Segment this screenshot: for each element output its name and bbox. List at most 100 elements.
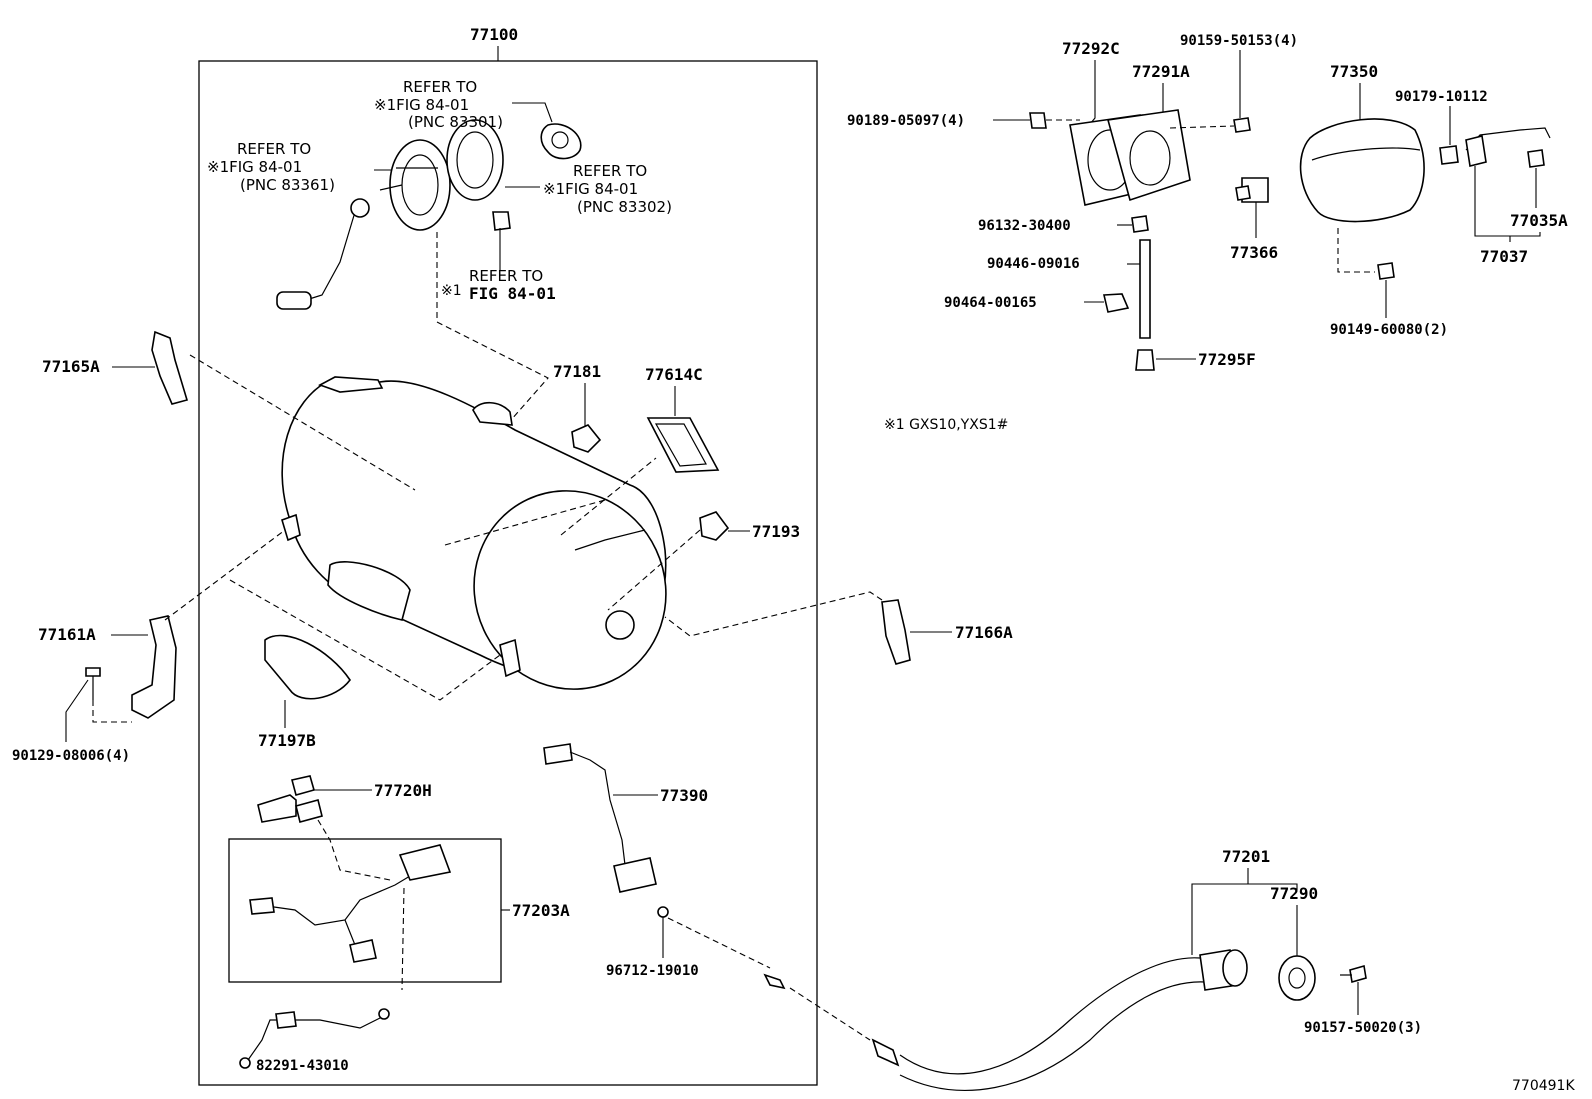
part-label-77291A: 77291A: [1132, 62, 1190, 81]
part-77166A-group: 77166A: [664, 591, 1013, 665]
part-label-90464-00165: 90464-00165: [944, 295, 1037, 311]
part-77037-group: 77035A 77037: [1465, 127, 1568, 266]
fuel-tank: [189, 354, 667, 690]
tank-bracket-right: [499, 638, 521, 678]
part-96712-group: 96712-19010: [606, 906, 771, 979]
refer-note-83301: REFER TO ※1FIG 84-01 (PNC 83301): [374, 78, 503, 131]
part-label-77100: 77100: [470, 25, 518, 44]
part-label-90129-08006: 90129-08006(4): [12, 748, 130, 764]
part-label-77197B: 77197B: [258, 731, 316, 750]
part-90179-group: 90179-10112: [1395, 89, 1488, 165]
part-label-77203A: 77203A: [512, 901, 570, 920]
tank-bracket-left: [281, 513, 301, 542]
refer-note-line: (PNC 83302): [577, 198, 672, 216]
part-label-77193: 77193: [752, 522, 800, 541]
part-90189-group: 90189-05097(4): [847, 112, 1080, 129]
part-90157-group: 90157-50020(3): [1304, 964, 1422, 1036]
fuel-pump-group: [276, 102, 582, 421]
sender-float: [276, 291, 312, 310]
assembly-frame: [198, 60, 818, 1086]
part-77720H-group: 77720H: [257, 775, 432, 823]
part-label-77295F: 77295F: [1198, 350, 1256, 369]
part-77720H-valve: [257, 794, 297, 823]
part-77295F-group: 77295F: [1135, 349, 1256, 371]
tank-handle: [318, 376, 384, 393]
part-77203A-group: 77203A: [228, 819, 570, 983]
tank-drain-plug: [605, 610, 635, 640]
part-77291A: [1106, 109, 1191, 202]
part-90129-bolt-head: [85, 667, 101, 677]
part-label-90446-09016: 90446-09016: [987, 256, 1080, 272]
harness-vsv: [398, 844, 452, 881]
part-77193: [699, 511, 730, 541]
part-label-77165A: 77165A: [42, 357, 100, 376]
refer-note-line: REFER TO: [573, 162, 647, 180]
part-77350-fuel-door: [1299, 118, 1425, 223]
part-77390-group: 77390: [543, 743, 708, 893]
refer-note-line: ※1FIG 84-01: [543, 180, 638, 198]
part-77181: [571, 424, 602, 453]
lock-ring: [446, 119, 504, 201]
part-77290: [1278, 955, 1316, 1001]
part-label-77037: 77037: [1480, 247, 1528, 266]
part-90464-clamp: [1103, 293, 1130, 313]
part-77366-group: 77366: [1230, 177, 1278, 262]
refer-note-fig84: REFER TO ※1 FIG 84-01: [441, 267, 556, 303]
part-label-90157-50020: 90157-50020(3): [1304, 1020, 1422, 1036]
part-label-90159-50153: 90159-50153(4): [1180, 33, 1298, 49]
part-77197B-group: 77197B: [258, 634, 351, 750]
part-label-90149-60080: 90149-60080(2): [1330, 322, 1448, 338]
refer-note-line: (PNC 83301): [408, 113, 503, 131]
refer-note-line: ※1FIG 84-01: [207, 158, 302, 176]
part-label-90179-10112: 90179-10112: [1395, 89, 1488, 105]
part-label-77390: 77390: [660, 786, 708, 805]
part-96132-group: 96132-30400: [978, 215, 1149, 234]
part-77166A: [881, 599, 911, 665]
refer-note-line: FIG 84-01: [469, 284, 556, 303]
part-77165A-group: 77165A: [42, 330, 189, 405]
tank-boss: [472, 401, 513, 426]
part-label-77350: 77350: [1330, 62, 1378, 81]
part-90179-bush: [1439, 145, 1459, 165]
refer-note-mark: ※1: [441, 283, 462, 299]
refer-note-83302: REFER TO ※1FIG 84-01 (PNC 83302): [543, 162, 672, 216]
tank-strap-pad: [327, 561, 411, 621]
sender-arm: [305, 211, 356, 301]
part-77390-connector: [543, 743, 573, 765]
part-label-77181: 77181: [553, 362, 601, 381]
hose-fitting-small: [763, 973, 786, 990]
part-90129-group: 90129-08006(4): [12, 667, 132, 764]
part-label-77614C: 77614C: [645, 365, 703, 384]
part-77181-group: 77181: [553, 362, 602, 453]
part-77390-vsv: [613, 857, 657, 893]
part-77161A: [131, 615, 177, 719]
part-77165A: [151, 330, 189, 405]
filler-hose-group: [763, 949, 1248, 1091]
part-77295F: [1135, 349, 1155, 371]
gasket-83301: [540, 123, 582, 160]
part-label-90189-05097: 90189-05097(4): [847, 113, 965, 129]
part-90159-screw: [1233, 117, 1251, 133]
part-90157-screw: [1349, 964, 1367, 984]
hose-fitting-end: [871, 1038, 900, 1067]
part-label-77161A: 77161A: [38, 625, 96, 644]
part-82291-group: 82291-43010: [239, 887, 405, 1074]
part-90149-group: 90149-60080(2): [1330, 262, 1448, 338]
part-label-77166A: 77166A: [955, 623, 1013, 642]
part-96132-clamp: [1131, 215, 1149, 233]
refer-note-line: (PNC 83361): [240, 176, 335, 194]
figure-code: 770491K: [1512, 1078, 1575, 1094]
part-90189-clip: [1029, 112, 1047, 129]
part-label-82291-43010: 82291-43010: [256, 1058, 349, 1074]
part-label-77290: 77290: [1270, 884, 1318, 903]
part-90446-group: 90446-09016: [987, 239, 1151, 339]
part-label-77720H: 77720H: [374, 781, 432, 800]
part-77193-group: 77193: [607, 511, 800, 611]
refer-note-line: ※1FIG 84-01: [374, 96, 469, 114]
part-77201-group: 77201: [1191, 847, 1298, 955]
refer-note-line: REFER TO: [469, 267, 543, 285]
part-77614C-group: 77614C: [645, 365, 720, 473]
part-90446-hose: [1139, 239, 1151, 339]
sender-pivot: [350, 198, 370, 218]
